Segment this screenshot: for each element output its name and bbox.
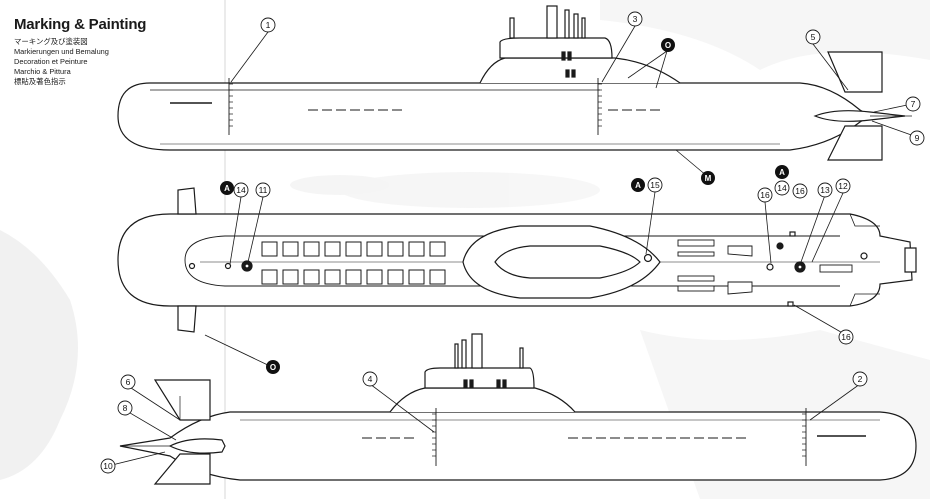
svg-text:A: A <box>224 184 230 193</box>
svg-text:7: 7 <box>911 99 916 109</box>
title-translation-ja: マーキング及び塗装図 <box>14 37 88 46</box>
svg-text:8: 8 <box>123 403 128 413</box>
svg-text:15: 15 <box>650 180 660 190</box>
decal-callout: 3 <box>627 11 643 27</box>
title-translation-zh: 標貼及著色指示 <box>14 77 66 86</box>
decal-callout: 7 <box>905 96 921 112</box>
decal-callout: 12 <box>835 178 851 194</box>
paint-code-callout: O <box>266 360 280 374</box>
hull-side-view-lower <box>119 333 917 485</box>
paint-code-callouts: O O M A A A <box>220 38 789 374</box>
svg-text:4: 4 <box>368 374 373 384</box>
hull-plan-view <box>117 187 917 333</box>
svg-text:14: 14 <box>236 185 246 195</box>
title-translation-de: Markierungen und Bemalung <box>14 47 109 56</box>
decal-callout: 16 <box>792 183 808 199</box>
svg-text:12: 12 <box>838 181 848 191</box>
svg-text:1: 1 <box>266 20 271 30</box>
svg-text:13: 13 <box>820 185 830 195</box>
decal-callout: 14 <box>233 182 249 198</box>
svg-text:16: 16 <box>841 332 851 342</box>
paint-code-callout: M <box>701 171 715 185</box>
paint-code-callout: A <box>220 181 234 195</box>
svg-text:16: 16 <box>760 190 770 200</box>
svg-text:9: 9 <box>915 133 920 143</box>
svg-text:5: 5 <box>811 32 816 42</box>
svg-text:11: 11 <box>259 185 268 195</box>
svg-text:6: 6 <box>126 377 131 387</box>
decal-callout: 16 <box>838 329 854 345</box>
decal-callout: 6 <box>120 374 136 390</box>
title-translation-it: Marchio & Pittura <box>14 67 71 76</box>
svg-text:A: A <box>635 181 641 190</box>
svg-text:3: 3 <box>633 14 638 24</box>
decal-callout: 9 <box>909 130 925 146</box>
decal-callout: 8 <box>117 400 133 416</box>
decal-callout: 16 <box>757 187 773 203</box>
decal-callout: 15 <box>647 177 663 193</box>
svg-text:10: 10 <box>103 461 113 471</box>
page-title: Marking & Painting <box>14 16 147 33</box>
title-block: Marking & Painting マーキング及び塗装図 Markierung… <box>14 16 204 87</box>
svg-text:14: 14 <box>777 183 787 193</box>
svg-text:A: A <box>779 168 785 177</box>
decal-callout: 1 <box>260 17 276 33</box>
title-translation-fr: Decoration et Peinture <box>14 57 88 66</box>
svg-text:16: 16 <box>795 186 805 196</box>
decal-callout: 5 <box>805 29 821 45</box>
svg-text:M: M <box>705 174 712 183</box>
paint-code-callout: A <box>631 178 645 192</box>
svg-text:O: O <box>270 363 276 372</box>
svg-text:O: O <box>665 41 671 50</box>
decal-callout: 10 <box>100 458 116 474</box>
decal-callout: 13 <box>817 182 833 198</box>
decal-callouts: 1 2 3 4 5 6 7 8 <box>100 11 925 474</box>
leader-lines <box>107 25 918 467</box>
decal-callout: 2 <box>852 371 868 387</box>
paint-code-callout: O <box>661 38 675 52</box>
svg-text:2: 2 <box>858 374 863 384</box>
hull-side-view-upper <box>117 5 912 161</box>
decal-callout: 11 <box>255 182 271 198</box>
paint-code-callout: A <box>775 165 789 179</box>
decal-callout: 14 <box>774 180 790 196</box>
decal-callout: 4 <box>362 371 378 387</box>
